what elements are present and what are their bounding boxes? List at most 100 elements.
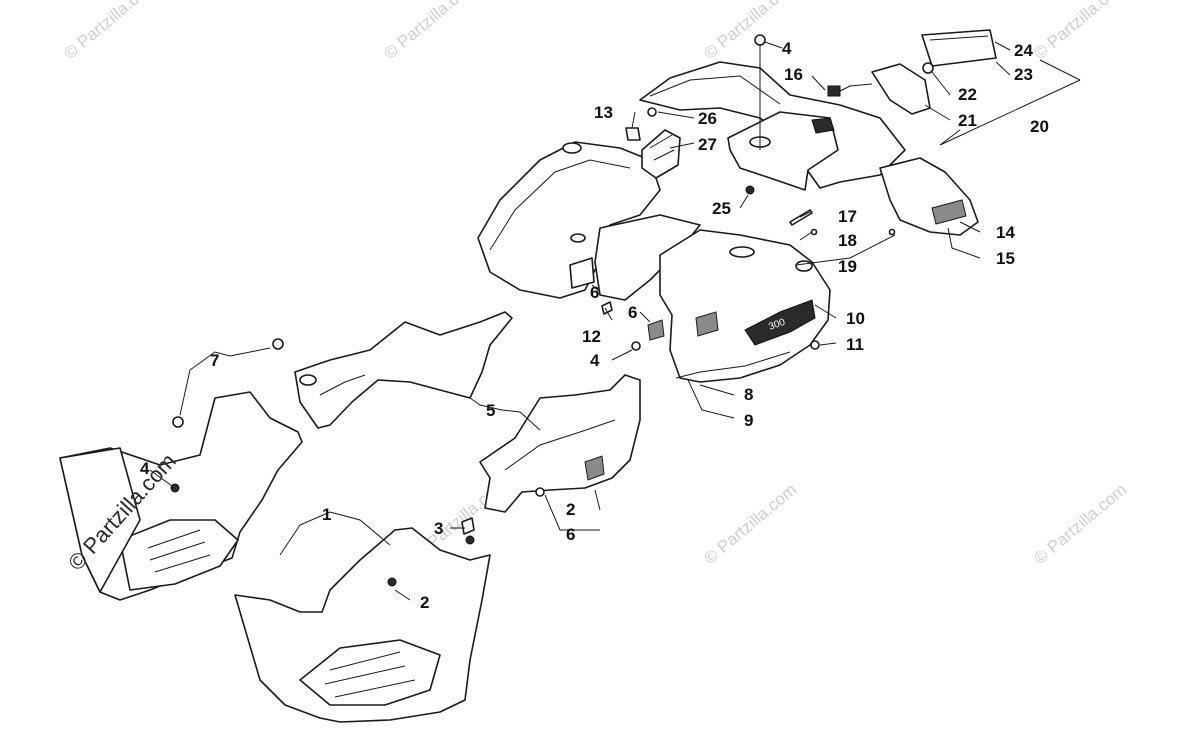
storage-box xyxy=(727,111,839,191)
grommet-3 xyxy=(461,517,475,535)
decal-emblem xyxy=(744,299,816,346)
callout-21: 21 xyxy=(958,111,977,130)
callout-23: 23 xyxy=(1014,65,1033,84)
watermark-faint: © Partzilla.com xyxy=(60,0,160,63)
taillight-wire xyxy=(837,83,873,93)
screw-19 xyxy=(888,228,896,236)
taillight-housing xyxy=(871,63,931,115)
taillight-connector xyxy=(827,85,841,97)
rear-fender-right-edge xyxy=(675,351,791,379)
footwell-right xyxy=(234,527,491,723)
watermark-faint: © Partzilla.com xyxy=(700,480,800,568)
rear-fender-left-mount xyxy=(562,142,582,154)
fender-label xyxy=(569,257,595,289)
bolt-4-left xyxy=(170,483,180,493)
clip-12 xyxy=(601,301,613,315)
rear-cover-assembly xyxy=(639,61,979,236)
footwell-right-tread xyxy=(324,651,416,698)
panel-5-right xyxy=(479,374,641,513)
callout-7: 7 xyxy=(210,351,219,370)
callout-6-top: 6 xyxy=(590,283,599,302)
footwell-left xyxy=(59,391,303,601)
callout-24: 24 xyxy=(1014,41,1033,60)
watermark-faint: © Partzilla.com xyxy=(380,0,480,63)
taillight-bulb xyxy=(922,62,934,74)
inner-panel-right xyxy=(461,374,641,535)
inner-panel-left xyxy=(172,311,513,429)
callout-labels: 1 2 2 3 4 4 4 5 6 6 6 7 8 9 10 11 12 13 … xyxy=(140,39,1049,612)
bolt-26 xyxy=(647,107,657,117)
bolt-2-mid xyxy=(535,487,545,497)
callout-25: 25 xyxy=(712,199,731,218)
bracket-20 xyxy=(939,59,1081,146)
panel-label xyxy=(584,455,605,481)
rear-fender-right-slot xyxy=(729,246,755,258)
rear-fender-center-tunnel xyxy=(594,214,701,301)
callout-2-bottom: 2 xyxy=(420,593,429,612)
rear-fender-left-wing xyxy=(477,141,661,299)
footwell-right-floor xyxy=(299,639,441,706)
callout-4-left: 4 xyxy=(140,459,150,478)
callout-14: 14 xyxy=(996,223,1015,242)
callout-15: 15 xyxy=(996,249,1015,268)
screw-11 xyxy=(810,340,820,350)
callout-2-mid: 2 xyxy=(566,500,575,519)
taillight-lens xyxy=(921,29,997,67)
leader-lines xyxy=(149,41,1011,601)
callout-11: 11 xyxy=(846,335,864,354)
callout-18: 18 xyxy=(838,231,857,250)
callout-4-mid: 4 xyxy=(590,351,600,370)
callout-26: 26 xyxy=(698,109,717,128)
bolt-4-top xyxy=(754,34,766,46)
callout-22: 22 xyxy=(958,85,977,104)
rear-fender-right-mount xyxy=(795,260,813,272)
clip-18 xyxy=(810,228,818,236)
bolt-4-mid xyxy=(631,341,641,351)
callout-10: 10 xyxy=(846,309,865,328)
reflector xyxy=(931,199,967,225)
rear-fender-left-ridge xyxy=(489,159,631,251)
fastener-7b xyxy=(172,416,184,428)
footwell-left-tread xyxy=(147,529,211,573)
rear-fender-left-mount-2 xyxy=(570,233,586,243)
watermark-faint: © Partzilla.com xyxy=(1030,0,1130,63)
bolt-2-bottom xyxy=(387,577,397,587)
panel-5-left-inner xyxy=(319,374,366,396)
callout-16: 16 xyxy=(784,65,803,84)
panel-5-left-hole xyxy=(299,374,317,386)
taillight-lens-inner xyxy=(929,35,989,41)
callout-13: 13 xyxy=(594,103,613,122)
callout-20: 20 xyxy=(1030,117,1049,136)
storage-box-latch xyxy=(811,117,835,134)
mount-bracket-fold xyxy=(649,134,675,161)
callout-17: 17 xyxy=(838,207,857,226)
callout-3: 3 xyxy=(434,519,443,538)
fender-label-small xyxy=(647,319,665,341)
callout-12: 12 xyxy=(582,327,601,346)
panel-5-left xyxy=(294,311,513,429)
small-hardware xyxy=(601,34,896,351)
callout-6-mid: 6 xyxy=(628,303,637,322)
callout-4-top: 4 xyxy=(782,39,792,58)
rear-fender-right-panel xyxy=(659,229,831,383)
callout-9: 9 xyxy=(744,411,753,430)
callout-8: 8 xyxy=(744,385,753,404)
footwell-left-floor xyxy=(119,519,239,591)
callout-1: 1 xyxy=(322,505,331,524)
nut-13 xyxy=(625,127,641,141)
bolt-3-bottom xyxy=(465,535,475,545)
callout-5: 5 xyxy=(486,401,495,420)
fender-label-right xyxy=(695,311,719,337)
callout-19: 19 xyxy=(838,257,857,276)
mount-bracket xyxy=(641,129,681,179)
nut-25 xyxy=(745,185,755,195)
panel-5-right-inner xyxy=(504,419,616,471)
rear-fender-assembly: 300 xyxy=(477,141,831,383)
callout-27: 27 xyxy=(698,135,717,154)
watermark-faint: © Partzilla.com xyxy=(1030,480,1130,568)
callout-6-bottom: 6 xyxy=(566,525,575,544)
footwell-left-side xyxy=(59,447,141,593)
taillight-assembly xyxy=(827,29,1081,146)
fastener-7a xyxy=(272,338,284,350)
